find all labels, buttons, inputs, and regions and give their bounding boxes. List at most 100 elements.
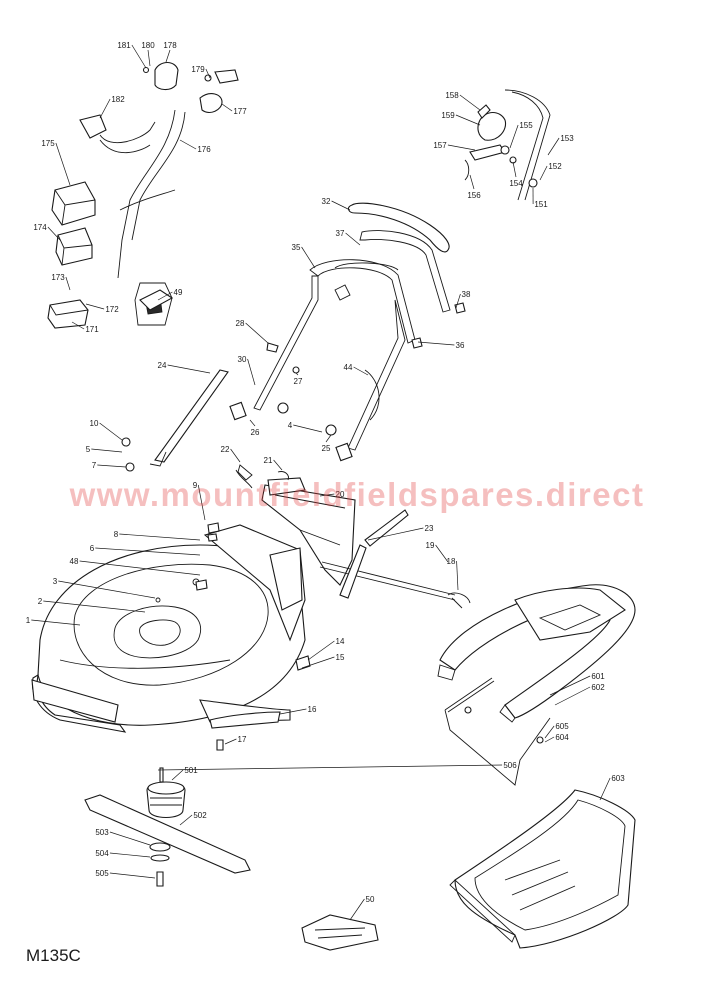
callout-number: 5 (86, 445, 91, 454)
callout-number: 30 (238, 355, 247, 364)
callout-leader-line (71, 321, 85, 330)
callout-1: 1 (26, 616, 81, 626)
callout-20: 20 (319, 490, 345, 499)
callout-leader-line (417, 341, 455, 346)
callout-number: 174 (33, 223, 47, 232)
callout-17: 17 (224, 735, 247, 745)
callout-172: 172 (85, 303, 119, 314)
callout-171: 171 (71, 321, 99, 334)
callout-6: 6 (90, 544, 201, 556)
callout-number: 154 (509, 179, 523, 188)
callout-leader-line (131, 44, 147, 69)
callout-number: 155 (519, 121, 533, 130)
callout-28: 28 (236, 319, 269, 344)
callout-number: 503 (95, 828, 109, 837)
callout-leader-line (459, 94, 481, 111)
callout-leader-line (247, 358, 256, 386)
callout-number: 158 (445, 91, 459, 100)
callout-leader-line (157, 291, 173, 301)
callout-leader-line (147, 49, 151, 67)
callout-leader-line (455, 114, 481, 126)
callout-155: 155 (509, 121, 533, 149)
callout-number: 50 (366, 895, 375, 904)
callout-number: 178 (163, 41, 177, 50)
callout-leader-line (273, 459, 283, 471)
callout-19: 19 (426, 541, 449, 563)
callout-number: 17 (238, 735, 247, 744)
callout-182: 182 (99, 95, 125, 119)
callout-32: 32 (322, 197, 351, 211)
callout-leader-line (43, 600, 146, 613)
callout-number: 152 (548, 162, 562, 171)
callout-number: 1 (26, 616, 31, 625)
callout-number: 604 (555, 733, 569, 742)
callout-173: 173 (51, 273, 71, 291)
callout-37: 37 (336, 229, 361, 246)
callout-number: 10 (90, 419, 99, 428)
callout-leader-line (31, 619, 81, 626)
callout-number: 179 (191, 65, 205, 74)
callout-leader-line (509, 124, 519, 149)
callout-number: 37 (336, 229, 345, 238)
callout-leader-line (353, 366, 369, 376)
callout-18: 18 (447, 557, 459, 591)
callout-number: 504 (95, 849, 109, 858)
callout-501: 501 (171, 766, 198, 781)
callout-503: 503 (95, 828, 151, 846)
callout-25: 25 (322, 434, 332, 453)
callout-number: 7 (92, 461, 97, 470)
callout-number: 16 (308, 705, 317, 714)
callout-leader-line (95, 547, 201, 556)
callout-number: 26 (251, 428, 260, 437)
callout-leader-line (469, 174, 475, 190)
callout-number: 602 (591, 683, 605, 692)
callout-number: 180 (141, 41, 155, 50)
callout-number: 151 (534, 200, 548, 209)
callout-number: 176 (197, 145, 211, 154)
callout-16: 16 (279, 705, 317, 715)
callout-number: 36 (456, 341, 465, 350)
callout-44: 44 (344, 363, 369, 376)
callout-number: 159 (441, 111, 455, 120)
callout-leader-line (301, 246, 316, 269)
callout-number: 6 (90, 544, 95, 553)
callout-number: 15 (336, 653, 345, 662)
throttle-control-assembly (464, 89, 551, 201)
callout-30: 30 (238, 355, 256, 386)
callout-number: 181 (117, 41, 131, 50)
callout-number: 153 (560, 134, 574, 143)
callout-number: 4 (288, 421, 293, 430)
callout-leader-line (167, 364, 211, 374)
callout-leader-line (165, 49, 171, 63)
callout-leader-line (55, 142, 71, 186)
mower-deck (31, 524, 306, 733)
callout-502: 502 (179, 811, 207, 826)
callout-leader-line (179, 139, 197, 150)
callout-26: 26 (249, 419, 260, 437)
callout-leader-line (85, 303, 105, 310)
callout-152: 152 (539, 162, 562, 181)
rear-flap-assembly (235, 464, 471, 609)
callout-leader-line (97, 464, 127, 468)
callout-181: 181 (117, 41, 147, 69)
callout-602: 602 (554, 683, 605, 706)
callout-604: 604 (544, 733, 569, 743)
callout-leader-line (99, 422, 123, 441)
callout-leader-line (512, 161, 517, 178)
callout-505: 505 (95, 869, 156, 879)
callout-leader-line (279, 708, 307, 715)
callout-9: 9 (193, 481, 206, 521)
callout-number: 19 (426, 541, 435, 550)
callout-leader-line (65, 276, 71, 291)
callout-leader-line (345, 232, 361, 246)
callout-number: 38 (462, 290, 471, 299)
callout-number: 18 (447, 557, 456, 566)
model-code-label: M135C (26, 946, 81, 965)
callout-number: 603 (611, 774, 625, 783)
callout-2: 2 (38, 597, 146, 613)
callout-number: 32 (322, 197, 331, 206)
callout-601: 601 (549, 672, 605, 696)
callout-leader-line (301, 656, 335, 669)
blade-assembly (84, 767, 251, 887)
callout-leader-line (179, 814, 193, 826)
